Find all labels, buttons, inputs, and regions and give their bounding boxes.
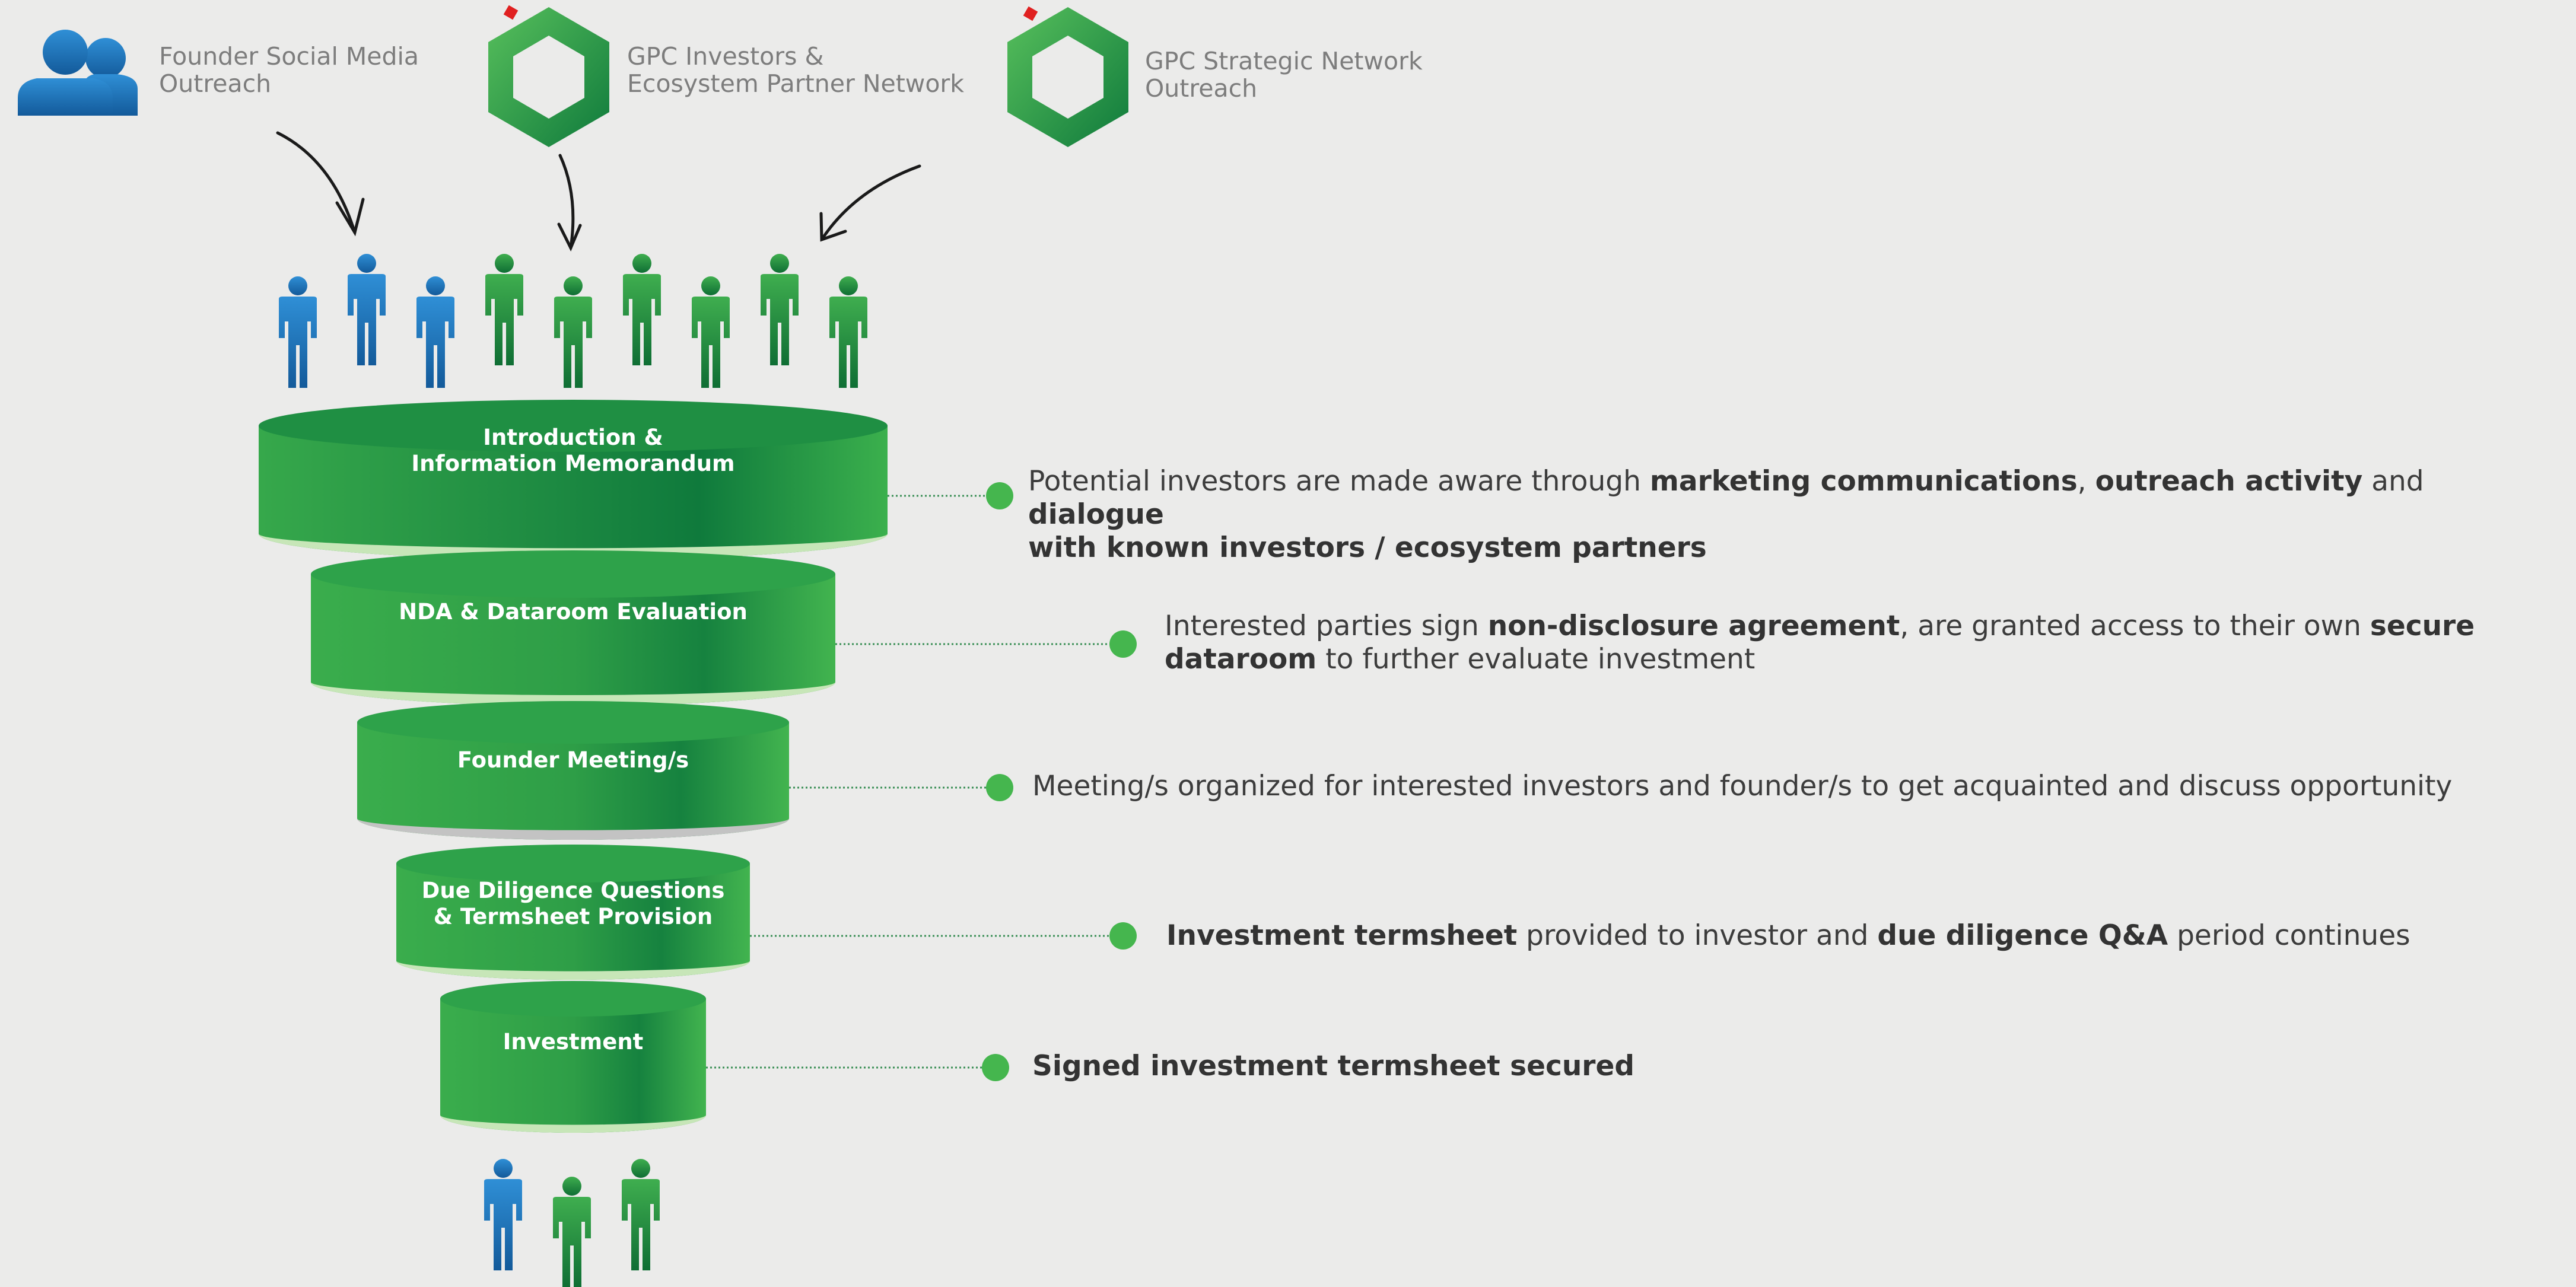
stage-label-introduction: Introduction & Information Memorandum [259, 425, 888, 477]
connector-dot [986, 482, 1013, 509]
source-label-line: Outreach [159, 69, 272, 98]
funnel [259, 400, 1137, 1133]
tier-top [396, 845, 750, 883]
people-row-bottom [484, 1159, 660, 1287]
funnel-tier [357, 701, 1013, 840]
person-icon [623, 254, 661, 365]
tier-base-lip [311, 682, 835, 706]
people-row-top [279, 254, 867, 388]
description-run: period continues [2168, 919, 2410, 952]
description-run: Meeting/s organized for interested inves… [1032, 770, 2453, 802]
description-run: to further evaluate investment [1316, 643, 1756, 676]
tier-base-lip [259, 534, 888, 560]
description-run: and [2362, 465, 2424, 498]
funnel-tier [440, 981, 1009, 1133]
source-label-founder-social: Founder Social Media Outreach [159, 43, 419, 97]
stage-label-line: & Termsheet Provision [433, 904, 713, 929]
description-run: Investment termsheet [1166, 919, 1518, 952]
person-icon [692, 276, 730, 388]
tier-base-lip [396, 961, 750, 980]
arrow-icon [276, 131, 365, 237]
description-run: , are granted access to their own [1900, 610, 2370, 642]
stage-label-line: NDA & Dataroom Evaluation [399, 599, 748, 625]
connector-dot [986, 774, 1013, 801]
source-label-line: GPC Strategic Network [1145, 47, 1423, 75]
stage-label-founder-meeting: Founder Meeting/s [357, 747, 789, 773]
person-icon [416, 276, 454, 388]
stage-description-nda: Interested parties sign non-disclosure a… [1165, 610, 2559, 676]
stage-description-due-diligence: Investment termsheet provided to investo… [1166, 919, 2555, 952]
source-label-line: Ecosystem Partner Network [627, 69, 965, 98]
description-run: Signed investment termsheet secured [1032, 1050, 1634, 1082]
stage-label-nda: NDA & Dataroom Evaluation [311, 599, 835, 625]
tier-top [311, 550, 835, 598]
stage-description-founder-meeting: Meeting/s organized for interested inves… [1032, 770, 2563, 803]
description-run: , [2077, 465, 2095, 498]
stage-label-investment: Investment [440, 1029, 706, 1055]
stage-description-investment: Signed investment termsheet secured [1032, 1050, 2539, 1083]
stage-label-line: Due Diligence Questions [421, 878, 725, 903]
hexagon-logo-icon [1007, 6, 1128, 147]
person-icon [554, 276, 592, 388]
funnel-tier [396, 845, 1137, 980]
stage-description-introduction: Potential investors are made aware throu… [1028, 465, 2559, 565]
person-icon [484, 1159, 522, 1270]
tier-body [396, 864, 750, 980]
description-run: Interested parties sign [1165, 610, 1488, 642]
source-label-line: Outreach [1145, 74, 1258, 103]
tier-body [311, 574, 835, 706]
arrow-icon [557, 154, 582, 251]
description-run: with known investors / ecosystem partner… [1028, 531, 1707, 564]
tier-top [440, 981, 706, 1017]
tier-top [259, 400, 888, 452]
stage-label-line: Introduction & [483, 425, 663, 450]
tier-base-lip [357, 818, 789, 840]
tier-body [440, 999, 706, 1133]
source-label-line: Founder Social Media [159, 42, 419, 71]
person-icon [829, 276, 867, 388]
description-run: marketing communications [1649, 465, 2078, 498]
description-run: secure [2370, 610, 2475, 642]
arrow-icon [819, 164, 921, 242]
tier-body [357, 722, 789, 840]
tier-body [259, 426, 888, 560]
description-run: non-disclosure agreement [1487, 610, 1900, 642]
source-label-strategic-network: GPC Strategic Network Outreach [1145, 47, 1423, 102]
person-icon [485, 254, 523, 365]
person-icon [348, 254, 386, 365]
person-icon [279, 276, 317, 388]
connector-dot [1109, 630, 1137, 658]
funnel-tier [259, 400, 1013, 560]
tier-base-lip [440, 1115, 706, 1133]
connector-dot [1109, 922, 1137, 950]
stage-label-line: Founder Meeting/s [457, 747, 689, 773]
person-icon [622, 1159, 660, 1270]
person-icon [553, 1177, 591, 1287]
people-icon [18, 30, 138, 116]
source-label-investors-network: GPC Investors & Ecosystem Partner Networ… [627, 43, 964, 97]
connector-dot [982, 1054, 1009, 1081]
tier-top [357, 701, 789, 744]
description-run: outreach activity [2095, 465, 2363, 498]
description-run: provided to investor and [1517, 919, 1878, 952]
source-label-line: GPC Investors & [627, 42, 824, 71]
description-run: due diligence Q&A [1877, 919, 2168, 952]
hexagon-logo-icon [488, 5, 609, 147]
description-run: dataroom [1165, 643, 1317, 676]
description-run: Potential investors are made aware throu… [1028, 465, 1650, 498]
description-run: dialogue [1028, 498, 1164, 531]
funnel-tier [311, 550, 1137, 706]
stage-label-line: Information Memorandum [411, 451, 735, 476]
stage-label-line: Investment [503, 1029, 644, 1055]
stage-label-due-diligence: Due Diligence Questions & Termsheet Prov… [396, 878, 750, 930]
person-icon [761, 254, 799, 365]
